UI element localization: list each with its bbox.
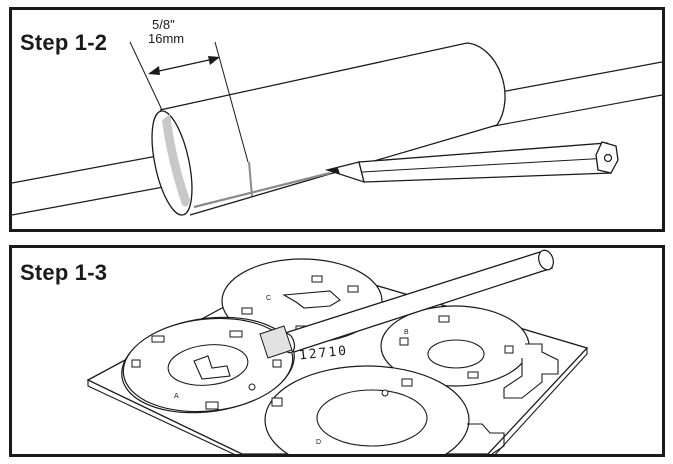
- template-disc-d: D: [264, 365, 470, 454]
- template-punch-illustration: C A B: [86, 249, 589, 454]
- svg-text:B: B: [404, 329, 409, 336]
- dimension-arrow-line: [149, 57, 219, 74]
- step-title: Step 1-3: [20, 260, 108, 285]
- step-title: Step 1-2: [20, 30, 108, 55]
- tube-body: [159, 42, 506, 216]
- dimension-extension-left: [129, 41, 163, 111]
- svg-text:D: D: [316, 439, 321, 446]
- pencil-mark-line: [193, 171, 331, 209]
- svg-text:C: C: [266, 295, 271, 302]
- template-bracket-cutouts: [467, 343, 559, 454]
- step-1-3-panel: C A B: [9, 245, 665, 457]
- dimension-arrowhead-right: [208, 56, 220, 65]
- step-1-2-panel: Step 1-2 5/8" 16mm: [9, 7, 665, 232]
- dimension-arrowhead-left: [148, 66, 160, 75]
- tube-end-shading: [162, 114, 190, 207]
- template-disc-b: B: [380, 305, 530, 387]
- template-disc-a: A: [121, 316, 295, 414]
- tube-marking-illustration: [12, 41, 662, 216]
- tube-icon: [259, 249, 554, 359]
- measurement-inches: 5/8": [152, 17, 175, 32]
- dimension-extension-right: [214, 41, 249, 163]
- pencil-icon: [324, 141, 619, 183]
- measure-tick-mark: [248, 161, 253, 197]
- measurement-mm: 16mm: [148, 31, 185, 46]
- svg-text:A: A: [174, 393, 179, 400]
